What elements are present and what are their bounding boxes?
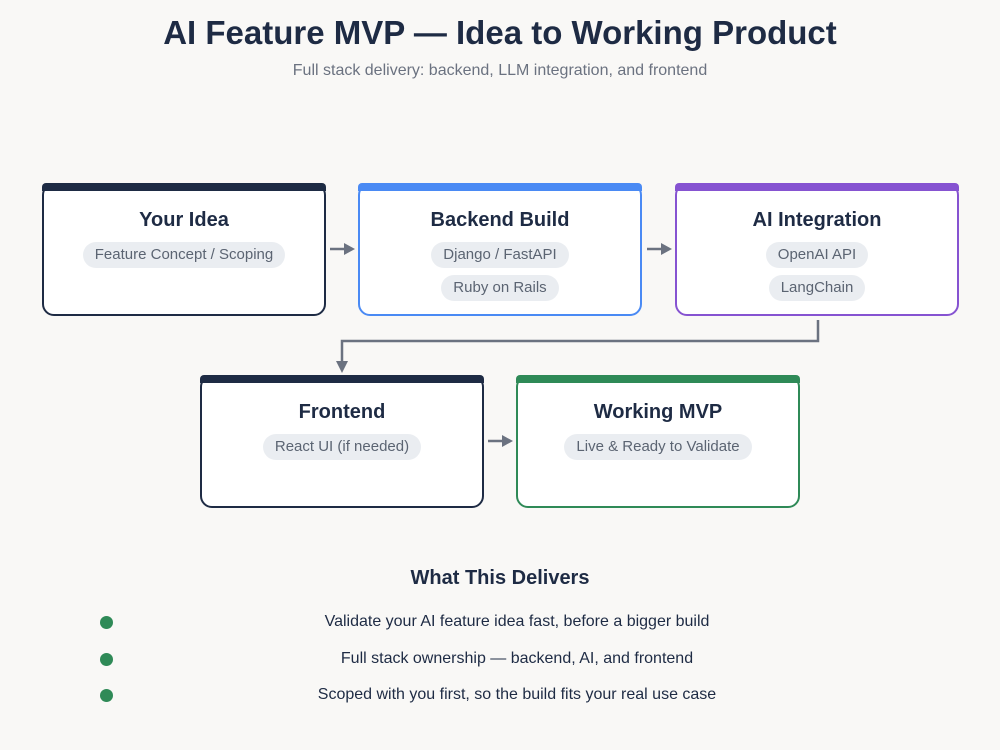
chip: Live & Ready to Validate [564,434,752,460]
card-title: AI Integration [752,209,882,231]
chip-list: Django / FastAPI Ruby on Rails [360,242,640,301]
arrow-ai-to-frontend [340,320,820,361]
arrowhead [661,243,672,255]
arrowhead [336,361,348,373]
bullet-dot-icon [100,653,113,666]
card-accent-bar [200,375,484,383]
card-title: Working MVP [593,401,723,423]
page-title: AI Feature MVP — Idea to Working Product [163,14,837,51]
arrowhead [344,243,355,255]
deliver-item: Validate your AI feature idea fast, befo… [324,613,710,630]
bullet-dot-icon [100,616,113,629]
deliver-item: Scoped with you first, so the build fits… [317,686,717,703]
chip: Feature Concept / Scoping [82,242,286,268]
bullet-dot-icon [100,689,113,702]
card-accent-bar [675,183,959,191]
card-backend-build: Backend Build Django / FastAPI Ruby on R… [358,183,642,316]
chip-list: Feature Concept / Scoping [44,242,324,268]
card-your-idea: Your Idea Feature Concept / Scoping [42,183,326,316]
chip-list: OpenAI API LangChain [677,242,957,301]
chip: OpenAI API [765,242,869,268]
card-ai-integration: AI Integration OpenAI API LangChain [675,183,959,316]
card-title: Your Idea [139,209,229,231]
arrowhead [502,435,513,447]
deliver-item: Full stack ownership — backend, AI, and … [340,650,694,667]
chip: React UI (if needed) [262,434,422,460]
delivers-title: What This Delivers [410,567,590,589]
card-accent-bar [516,375,800,383]
page-subtitle: Full stack delivery: backend, LLM integr… [292,62,708,79]
card-title: Backend Build [430,209,570,231]
chip-list: React UI (if needed) [202,434,482,460]
chip: LangChain [768,275,866,301]
card-accent-bar [358,183,642,191]
chip: Ruby on Rails [441,275,559,301]
card-frontend: Frontend React UI (if needed) [200,375,484,508]
card-title: Frontend [298,401,386,423]
card-accent-bar [42,183,326,191]
card-working-mvp: Working MVP Live & Ready to Validate [516,375,800,508]
chip: Django / FastAPI [431,242,569,268]
chip-list: Live & Ready to Validate [518,434,798,460]
